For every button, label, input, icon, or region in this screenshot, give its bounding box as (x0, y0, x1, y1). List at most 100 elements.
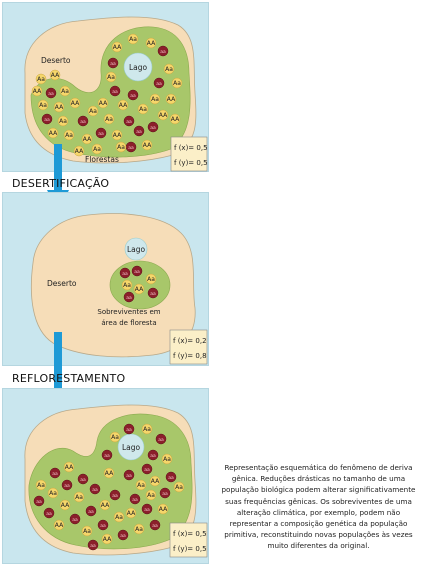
figure-caption: Representação esquemática do fenômeno de… (221, 463, 416, 551)
individual-recessive (159, 487, 171, 499)
individual-recessive (123, 115, 135, 127)
genotype-label: Aa (111, 434, 119, 441)
genotype-label: aa (168, 476, 174, 481)
genotype-label: aa (150, 454, 156, 459)
genotype-label: AA (119, 102, 128, 109)
individual-hetero (145, 273, 157, 285)
individual-dominant (103, 467, 115, 479)
genotype-label: AA (61, 502, 70, 509)
label-lake: Lago (129, 63, 148, 72)
individual-recessive (77, 473, 89, 485)
individual-recessive (157, 45, 169, 57)
genotype-label: Aa (135, 526, 143, 533)
freq-x: f (x)= 0,5 (173, 530, 207, 538)
individual-hetero (171, 77, 183, 89)
individual-hetero (141, 423, 153, 435)
genotype-label: aa (48, 92, 54, 97)
genotype-label: aa (80, 478, 86, 483)
genotype-label: AA (135, 286, 144, 293)
individual-recessive (117, 529, 129, 541)
individual-recessive (33, 495, 45, 507)
lake (124, 237, 148, 261)
individual-dominant (53, 101, 65, 113)
individual-dominant (63, 461, 75, 473)
genotype-label: aa (120, 534, 126, 539)
individual-hetero (133, 523, 145, 535)
genotype-label: AA (143, 142, 152, 149)
genotype-label: Aa (75, 494, 83, 501)
genotype-label: aa (52, 472, 58, 477)
genotype-label: aa (132, 498, 138, 503)
individual-recessive (109, 85, 121, 97)
freq-y: f (y)= 0,8 (173, 352, 207, 360)
genotype-label: aa (100, 524, 106, 529)
individual-dominant (69, 97, 81, 109)
individual-hetero (127, 33, 139, 45)
label-desert: Deserto (47, 279, 77, 288)
individual-hetero (59, 85, 71, 97)
individual-hetero (121, 279, 133, 291)
genotype-label: aa (162, 492, 168, 497)
individual-dominant (145, 37, 157, 49)
genotype-label: AA (151, 478, 160, 485)
label-survivors: Sobreviventes em (97, 308, 160, 316)
genotype-label: aa (134, 270, 140, 275)
individual-hetero (115, 141, 127, 153)
individual-recessive (43, 507, 55, 519)
genotype-label: aa (158, 438, 164, 443)
individual-dominant (47, 127, 59, 139)
individual-dominant (101, 533, 113, 545)
individual-dominant (59, 499, 71, 511)
genotype-label: aa (144, 508, 150, 513)
genotype-label: AA (167, 96, 176, 103)
genotype-label: aa (64, 484, 70, 489)
genotype-label: aa (126, 428, 132, 433)
freq-x: f (x)= 0,5 (174, 144, 208, 152)
individual-recessive (123, 469, 135, 481)
genotype-label: Aa (137, 482, 145, 489)
individual-recessive (61, 479, 73, 491)
individual-hetero (149, 93, 161, 105)
genotype-label: AA (55, 522, 64, 529)
genotype-label: AA (33, 88, 42, 95)
individual-dominant (99, 499, 111, 511)
genotype-label: aa (80, 120, 86, 125)
forest-area (28, 413, 193, 550)
freq-box (169, 329, 208, 365)
individual-recessive (87, 539, 99, 551)
genotype-label: Aa (129, 36, 137, 43)
genotype-label: Aa (83, 528, 91, 535)
individual-recessive (149, 519, 161, 531)
label-forest: Florestas (85, 155, 119, 164)
freq-y: f (y)= 0,5 (173, 545, 207, 553)
genotype-label: aa (126, 474, 132, 479)
genotype-label: AA (83, 136, 92, 143)
genotype-label: aa (150, 126, 156, 131)
genotype-label: AA (65, 464, 74, 471)
genotype-label: aa (36, 500, 42, 505)
genotype-label: aa (144, 468, 150, 473)
genotype-label: aa (136, 130, 142, 135)
genotype-label: aa (92, 488, 98, 493)
individual-recessive (89, 483, 101, 495)
individual-dominant (111, 41, 123, 53)
individual-recessive (95, 127, 107, 139)
individual-hetero (87, 105, 99, 117)
freq-box (169, 522, 208, 558)
genotype-label: aa (122, 272, 128, 277)
individual-hetero (173, 481, 185, 493)
individual-dominant (165, 93, 177, 105)
genotype-label: AA (49, 130, 58, 137)
individual-hetero (137, 103, 149, 115)
individual-recessive (49, 467, 61, 479)
island-new: AaaaAAaaAaaaaaaaAAAaaaAAaaaaAAAaaaAaaaAA… (24, 404, 208, 558)
individual-dominant (133, 283, 145, 295)
individual-recessive (153, 77, 165, 89)
individual-recessive (41, 113, 53, 125)
genotype-label: AA (55, 104, 64, 111)
genotype-label: Aa (93, 146, 101, 153)
genotype-label: aa (72, 518, 78, 523)
genotype-label: Aa (173, 80, 181, 87)
